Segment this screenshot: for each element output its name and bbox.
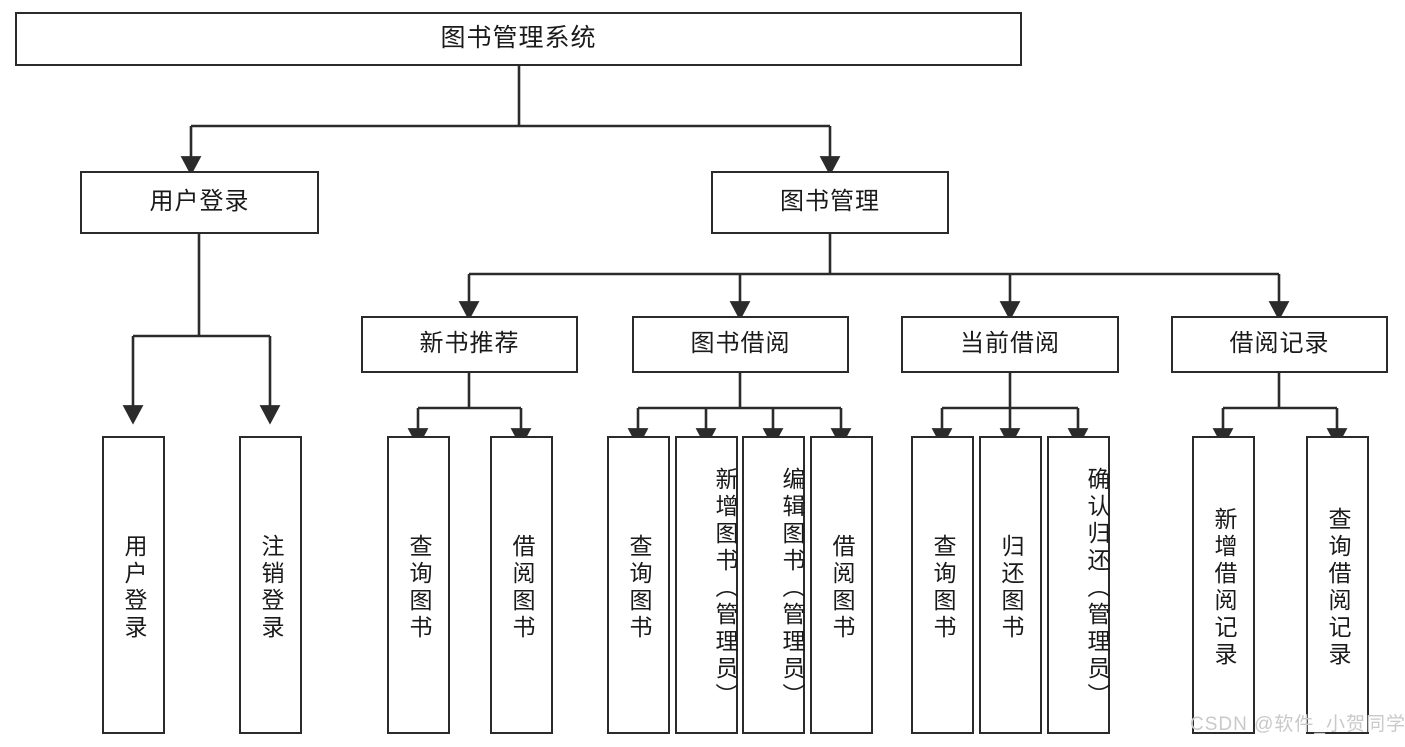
node-book-management[interactable]: 图书管理 [711,171,949,234]
node-borrow-record[interactable]: 借阅记录 [1171,316,1388,373]
leaf-borrow-add-book-admin[interactable]: 新增图书（管理员） [675,436,738,734]
watermark-credit: CSDN @软件_小贺同学 [1190,714,1405,735]
node-root-system[interactable]: 图书管理系统 [15,12,1022,66]
leaf-user-login-logout[interactable]: 注销登录 [239,436,302,734]
leaf-borrow-query-book[interactable]: 查询图书 [607,436,670,734]
leaf-current-query-book[interactable]: 查询图书 [911,436,974,734]
leaf-current-return-book[interactable]: 归还图书 [979,436,1042,734]
node-current-borrow[interactable]: 当前借阅 [901,316,1119,373]
leaf-new-book-borrow[interactable]: 借阅图书 [490,436,553,734]
leaf-record-query-record[interactable]: 查询借阅记录 [1306,436,1369,734]
node-new-book-recommend[interactable]: 新书推荐 [361,316,578,373]
leaf-borrow-borrow-book[interactable]: 借阅图书 [810,436,873,734]
node-user-login[interactable]: 用户登录 [80,171,319,234]
node-book-borrow[interactable]: 图书借阅 [632,316,849,373]
leaf-new-book-query[interactable]: 查询图书 [387,436,450,734]
leaf-borrow-edit-book-admin[interactable]: 编辑图书（管理员） [742,436,805,734]
leaf-record-add-record[interactable]: 新增借阅记录 [1192,436,1255,734]
leaf-user-login-login[interactable]: 用户登录 [102,436,165,734]
leaf-current-confirm-return-admin[interactable]: 确认归还（管理员） [1047,436,1110,734]
